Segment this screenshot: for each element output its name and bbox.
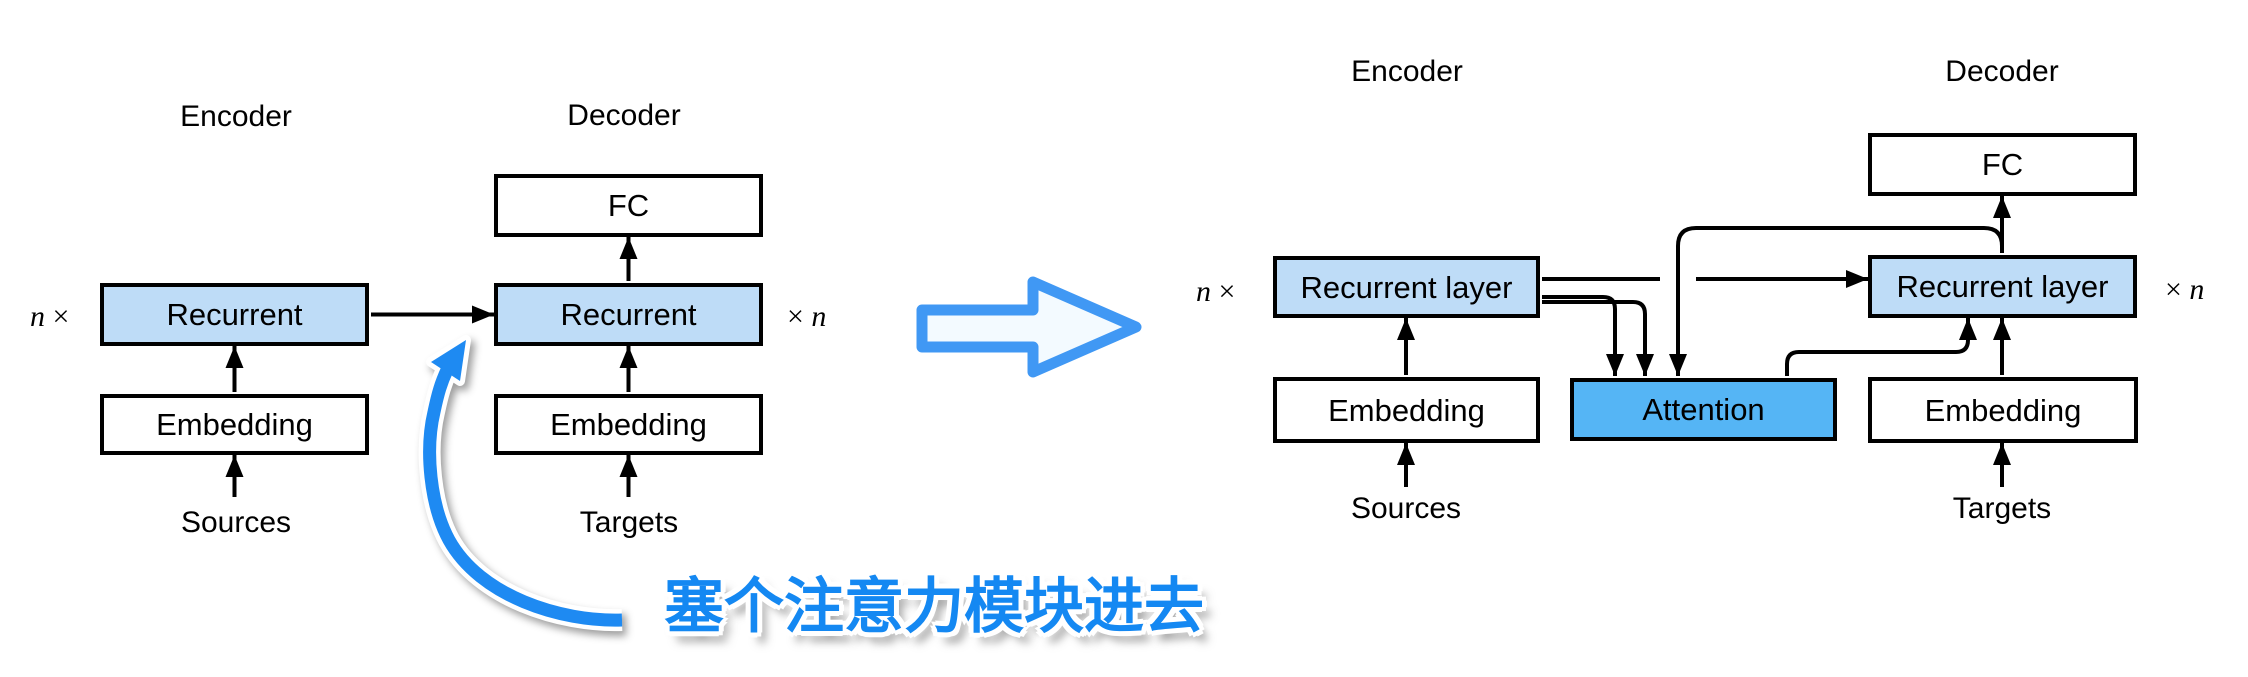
arrow-right-values-to-attention [1542, 300, 1654, 376]
arrow-attention-to-decoder-recurrent [1785, 318, 1977, 376]
left-encoder-recurrent-box: Recurrent [100, 283, 369, 346]
right-decoder-embedding-box: Embedding [1868, 377, 2138, 443]
big-right-arrow-icon [916, 276, 1142, 378]
right-fc-label: FC [1981, 147, 2024, 182]
annotation-text: 塞个注意力模块进去 [664, 572, 1204, 642]
right-n-times-label: n × [1196, 275, 1236, 308]
left-decoder-embedding-label: Embedding [550, 407, 707, 442]
right-decoder-label: Decoder [1945, 55, 2059, 88]
left-decoder-recurrent-box: Recurrent [494, 283, 763, 346]
left-times-n-label: × n [787, 300, 827, 333]
annotation-arrowhead [431, 340, 466, 381]
attention-label: Attention [1642, 392, 1765, 427]
left-n-times-label: n × [30, 300, 70, 333]
right-encoder-label: Encoder [1351, 55, 1463, 88]
left-encoder-recurrent-label: Recurrent [166, 297, 303, 332]
left-fc-box: FC [494, 174, 763, 237]
left-encoder-embedding-label: Embedding [156, 407, 313, 442]
left-encoder-label: Encoder [180, 100, 292, 133]
right-sources-label: Sources [1350, 492, 1462, 525]
arrow-right-query-to-attention [1669, 226, 2004, 376]
left-fc-label: FC [607, 188, 650, 223]
right-targets-label: Targets [1952, 492, 2052, 525]
attention-box: Attention [1570, 378, 1837, 441]
left-targets-label: Targets [579, 506, 679, 539]
left-decoder-label: Decoder [567, 99, 681, 132]
right-decoder-embedding-label: Embedding [1924, 392, 2082, 428]
arrow-right-keys-to-attention [1542, 295, 1624, 376]
left-encoder-embedding-box: Embedding [100, 394, 369, 455]
left-decoder-recurrent-label: Recurrent [560, 297, 697, 332]
right-decoder-recurrent-box: Recurrent layer [1868, 255, 2137, 318]
annotation-arrow-casing [418, 365, 623, 632]
right-times-n-label: × n [2165, 273, 2205, 306]
right-encoder-recurrent-label: Recurrent layer [1300, 269, 1513, 305]
annotation-arrow-body [423, 367, 623, 627]
left-decoder-embedding-box: Embedding [494, 394, 763, 455]
right-encoder-embedding-box: Embedding [1273, 377, 1540, 443]
right-fc-box: FC [1868, 133, 2137, 196]
left-sources-label: Sources [180, 506, 292, 539]
right-decoder-recurrent-label: Recurrent layer [1896, 269, 2109, 304]
right-encoder-recurrent-box: Recurrent layer [1273, 256, 1540, 318]
annotation-arrow-icon [418, 335, 623, 632]
right-encoder-embedding-label: Embedding [1328, 392, 1485, 428]
